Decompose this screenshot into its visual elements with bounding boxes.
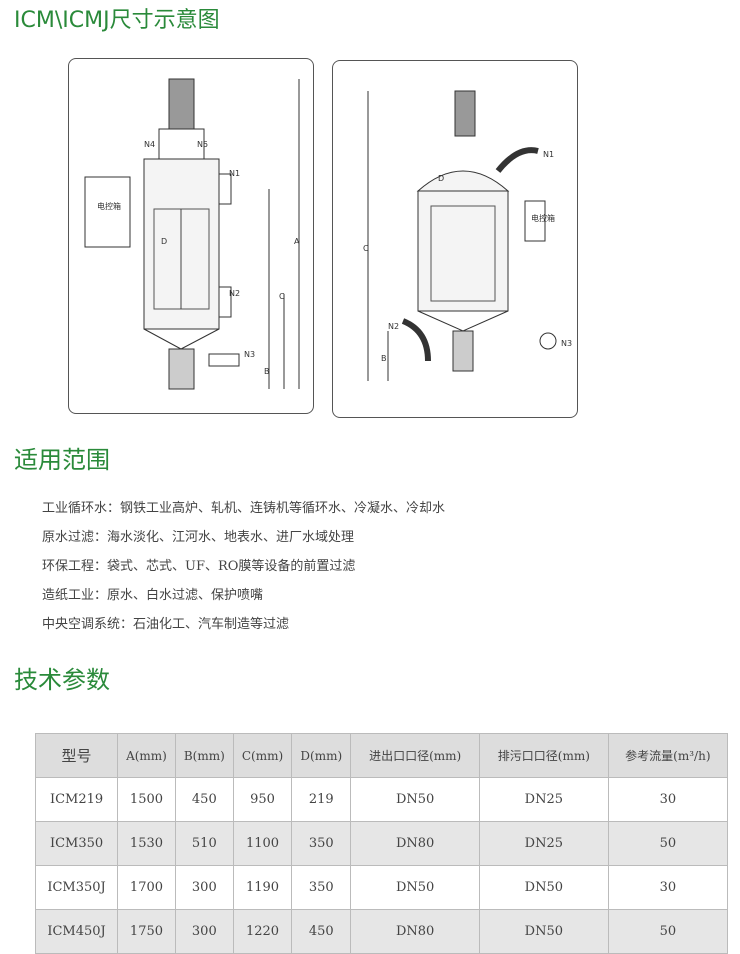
header-cell: 进出口口径(mm)	[350, 733, 480, 778]
table-cell: 219	[291, 777, 352, 822]
diagram-icmj: 电控箱 N1 N2 N3 B C D	[332, 60, 578, 418]
label-n2: N2	[229, 289, 240, 298]
table-cell: 300	[174, 865, 234, 910]
label-d: D	[438, 174, 444, 183]
label-n1: N1	[543, 150, 554, 159]
list-item: 环保工程：袋式、芯式、UF、RO膜等设备的前置过滤	[42, 559, 356, 574]
list-item: 工业循环水：钢铁工业高炉、轧机、连铸机等循环水、冷凝水、冷却水	[42, 501, 446, 516]
table-cell: DN50	[479, 865, 609, 910]
label-n5: N5	[197, 140, 208, 149]
table-cell: ICM219	[34, 777, 119, 822]
filter-drawing-left: 电控箱 N1 N2 N3 N4 N5 A B C D	[84, 78, 300, 390]
table-cell: 300	[174, 909, 234, 954]
header-cell: C(mm)	[232, 733, 293, 778]
header-cell: A(mm)	[117, 733, 176, 778]
label-a: A	[294, 237, 300, 246]
label-d: D	[161, 237, 167, 246]
label-n2: N2	[388, 322, 399, 331]
control-box-label: 电控箱	[531, 213, 555, 223]
diagram-icm: 电控箱 N1 N2 N3 N4 N5 A B C D	[68, 58, 314, 414]
label-c: C	[279, 292, 285, 301]
table-header: 型号 A(mm) B(mm) C(mm) D(mm) 进出口口径(mm) 排污口…	[34, 733, 729, 778]
params-heading: 技术参数	[14, 666, 110, 694]
label-n1: N1	[229, 169, 240, 178]
table-cell: 1700	[117, 865, 176, 910]
table-cell: 1500	[117, 777, 176, 822]
label-c: C	[363, 244, 369, 253]
list-item: 中央空调系统：石油化工、汽车制造等过滤	[42, 617, 290, 632]
label-b: B	[264, 367, 270, 376]
header-cell: 排污口口径(mm)	[479, 733, 609, 778]
scope-list: 工业循环水：钢铁工业高炉、轧机、连铸机等循环水、冷凝水、冷却水 原水过滤：海水淡…	[42, 494, 445, 639]
table-cell: 450	[291, 909, 352, 954]
label-n3: N3	[244, 350, 255, 359]
table-cell: 950	[232, 777, 293, 822]
header-cell: D(mm)	[291, 733, 352, 778]
header-cell: 型号	[34, 733, 119, 778]
table-cell: 350	[291, 821, 352, 866]
filter-drawing-right: 电控箱 N1 N2 N3 B C D	[363, 90, 572, 381]
header-cell: B(mm)	[174, 733, 234, 778]
table-cell: 350	[291, 865, 352, 910]
table-cell: 510	[174, 821, 234, 866]
label-b: B	[381, 354, 387, 363]
table-cell: DN25	[479, 821, 609, 866]
table-cell: 1190	[232, 865, 293, 910]
table-cell: DN80	[350, 821, 480, 866]
table-cell: ICM350J	[34, 865, 119, 910]
list-item: 造纸工业：原水、白水过滤、保护喷嘴	[42, 588, 264, 603]
scope-heading: 适用范围	[14, 446, 110, 474]
table-cell: DN25	[479, 777, 609, 822]
label-n3: N3	[561, 339, 572, 348]
table-cell: 30	[607, 865, 729, 910]
table-cell: DN50	[350, 777, 480, 822]
control-box-label: 电控箱	[97, 201, 121, 211]
header-cell: 参考流量(m³/h)	[607, 733, 729, 778]
list-item: 原水过滤：海水淡化、江河水、地表水、进厂水域处理	[42, 530, 355, 545]
table-cell: DN80	[350, 909, 480, 954]
table-cell: 30	[607, 777, 729, 822]
table-cell: 1750	[117, 909, 176, 954]
params-table: 型号 A(mm) B(mm) C(mm) D(mm) 进出口口径(mm) 排污口…	[34, 733, 729, 954]
table-cell: ICM450J	[34, 909, 119, 954]
page-title: ICM\ICMJ尺寸示意图	[14, 8, 220, 33]
label-n4: N4	[144, 140, 155, 149]
table-cell: 1220	[232, 909, 293, 954]
table-cell: 50	[607, 909, 729, 954]
table-cell: 50	[607, 821, 729, 866]
table-cell: 450	[174, 777, 234, 822]
table-cell: 1100	[232, 821, 293, 866]
table-cell: DN50	[350, 865, 480, 910]
table-cell: DN50	[479, 909, 609, 954]
table-cell: ICM350	[34, 821, 119, 866]
table-cell: 1530	[117, 821, 176, 866]
